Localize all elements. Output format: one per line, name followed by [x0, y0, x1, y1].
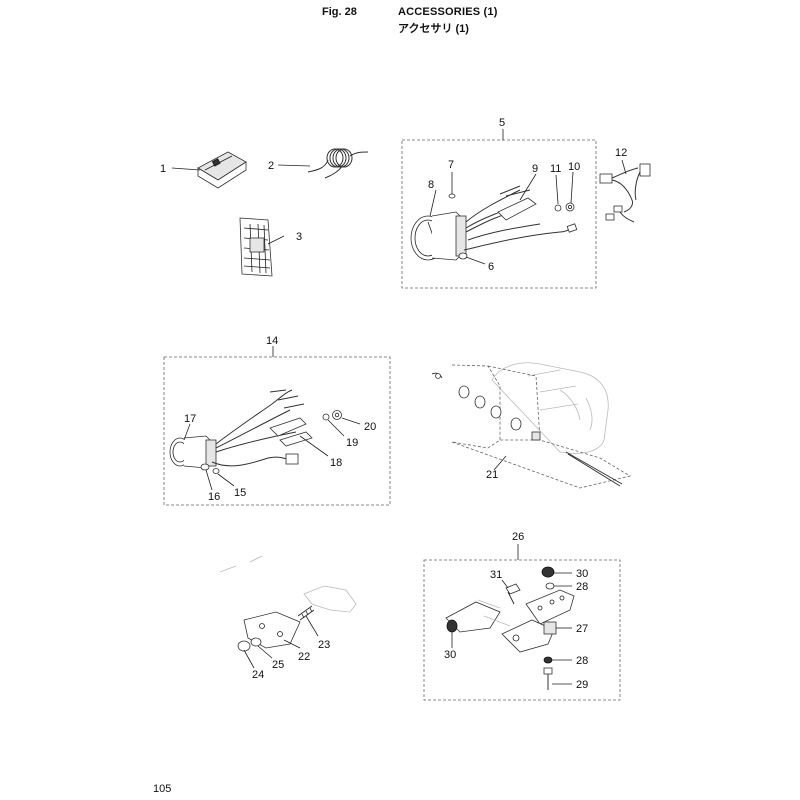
callout-28-bottom: 28 [576, 655, 588, 667]
callout-20: 20 [364, 421, 376, 433]
callout-7: 7 [448, 159, 454, 171]
part-22-25-bracket-assembly: 24 25 22 23 [219, 555, 357, 681]
callout-15: 15 [234, 487, 246, 499]
page-number: 105 [153, 783, 172, 795]
callout-22: 22 [298, 651, 310, 663]
part-1-pouch: 1 [160, 151, 247, 189]
callout-9: 9 [532, 163, 538, 175]
callout-21: 21 [486, 469, 498, 481]
callout-2: 2 [268, 160, 274, 172]
figure-number: Fig. 28 [322, 6, 357, 18]
callout-29: 29 [576, 679, 588, 691]
part-2-coil: 2 [268, 148, 369, 179]
callout-1: 1 [160, 163, 166, 175]
callout-10: 10 [568, 161, 580, 173]
callout-8: 8 [428, 179, 434, 191]
part-3-label-sheet: 3 [239, 217, 302, 277]
callout-19: 19 [346, 437, 358, 449]
callout-3: 3 [296, 231, 302, 243]
callout-30-top: 30 [576, 568, 588, 580]
callout-26: 26 [512, 531, 524, 543]
callout-25: 25 [272, 659, 284, 671]
callout-16: 16 [208, 491, 220, 503]
callout-11: 11 [550, 163, 561, 175]
callout-30-left: 30 [444, 649, 456, 661]
callout-31: 31 [490, 569, 502, 581]
page-header: Fig. 28 ACCESSORIES (1) アクセサリ (1) [0, 6, 800, 46]
part-5-gauge-kit: 5 9 7 8 11 10 [401, 117, 597, 289]
callout-23: 23 [318, 639, 330, 651]
callout-12: 12 [615, 147, 627, 159]
part-26-linkage-kit: 26 30 31 30 28 27 28 [423, 531, 621, 701]
figure-title: ACCESSORIES (1) [398, 6, 498, 18]
part-12-wire-harness: 12 [599, 147, 651, 223]
callout-28-top: 28 [576, 581, 588, 593]
callout-27: 27 [576, 623, 588, 635]
callout-18: 18 [330, 457, 342, 469]
part-14-meter-kit: 14 20 19 18 17 16 15 [163, 335, 391, 506]
callout-24: 24 [252, 669, 264, 681]
callout-5: 5 [499, 117, 505, 129]
callout-14: 14 [266, 335, 278, 347]
callout-6: 6 [488, 261, 494, 273]
part-21-mount-assembly: 21 [431, 362, 632, 489]
figure-title-japanese: アクセサリ (1) [398, 23, 469, 35]
callout-17: 17 [184, 413, 196, 425]
